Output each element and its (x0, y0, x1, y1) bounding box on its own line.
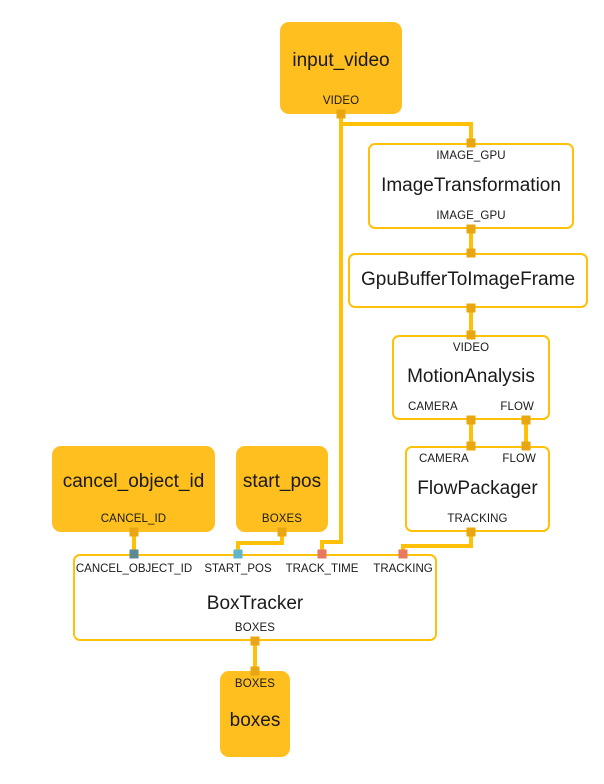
port-row-bottom: IMAGE_GPU (370, 210, 572, 222)
port-row-bottom: BOXES (75, 622, 435, 634)
port-box-tracker-out-boxes[interactable] (250, 636, 260, 646)
port-input-video-out-video[interactable] (336, 109, 346, 119)
node-cancel-object-id[interactable]: cancel_object_id CANCEL_ID (52, 446, 215, 532)
port-cancel-object-id-out[interactable] (129, 527, 139, 537)
node-gpu-buffer-to-image-frame[interactable]: GpuBufferToImageFrame (348, 253, 588, 308)
node-flow-packager[interactable]: CAMERA FLOW FlowPackager TRACKING (405, 446, 550, 532)
port-label-camera-out: CAMERA (408, 401, 458, 413)
port-box-tracker-in-tracking[interactable] (398, 549, 408, 559)
port-label-flow-out: FLOW (500, 401, 534, 413)
port-label-boxes-out: BOXES (261, 513, 303, 525)
port-box-tracker-in-cancel-object-id[interactable] (129, 549, 139, 559)
node-motion-analysis-title: MotionAnalysis (407, 366, 535, 388)
port-image-transformation-out[interactable] (466, 224, 476, 234)
port-image-transformation-in[interactable] (466, 138, 476, 148)
port-motion-analysis-out-flow[interactable] (521, 415, 531, 425)
edge-flowpackager-to-boxtracker-tracking (401, 532, 473, 554)
node-flow-packager-title: FlowPackager (417, 477, 538, 499)
node-boxes[interactable]: BOXES boxes (220, 671, 290, 757)
port-row-bottom: VIDEO (282, 95, 400, 107)
port-motion-analysis-out-camera[interactable] (466, 415, 476, 425)
port-row-top: VIDEO (394, 342, 548, 354)
port-box-tracker-in-start-pos[interactable] (233, 549, 243, 559)
port-row-top: CAMERA FLOW (407, 453, 548, 465)
port-start-pos-out-boxes[interactable] (277, 527, 287, 537)
port-label-video: VIDEO (322, 95, 360, 107)
port-box-tracker-in-track-time[interactable] (317, 549, 327, 559)
port-row-top: BOXES (222, 678, 288, 690)
node-input-video[interactable]: input_video VIDEO (280, 22, 402, 114)
port-label-cancel-object-id-in: CANCEL_OBJECT_ID (75, 563, 193, 575)
node-start-pos[interactable]: start_pos BOXES (236, 446, 328, 532)
node-boxes-title: boxes (229, 709, 281, 731)
port-row-bottom: CANCEL_ID (54, 513, 213, 525)
port-label-image-gpu-out: IMAGE_GPU (436, 210, 506, 222)
port-label-image-gpu-in: IMAGE_GPU (436, 150, 506, 162)
port-row-bottom: BOXES (238, 513, 326, 525)
port-label-camera-in: CAMERA (419, 453, 469, 465)
node-image-transformation-title: ImageTransformation (381, 174, 561, 196)
port-label-cancel-id-out: CANCEL_ID (100, 513, 167, 525)
port-label-boxes-out: BOXES (234, 622, 276, 634)
node-box-tracker-title: BoxTracker (206, 593, 304, 615)
port-label-tracking-in: TRACKING (373, 563, 433, 575)
port-flow-packager-out-tracking[interactable] (466, 527, 476, 537)
edge-input_video-to-imagetransformation (339, 114, 473, 143)
port-label-flow-in: FLOW (502, 453, 536, 465)
port-gpu-buffer-to-image-frame-out[interactable] (466, 303, 476, 313)
port-gpu-buffer-to-image-frame-in[interactable] (466, 248, 476, 258)
port-motion-analysis-in-video[interactable] (466, 330, 476, 340)
edge-input_video-to-boxtracker-tracktime (320, 114, 343, 554)
node-motion-analysis[interactable]: VIDEO MotionAnalysis CAMERA FLOW (392, 335, 550, 420)
node-image-transformation[interactable]: IMAGE_GPU ImageTransformation IMAGE_GPU (368, 143, 574, 229)
port-row-bottom: CAMERA FLOW (394, 401, 548, 413)
port-flow-packager-in-flow[interactable] (521, 441, 531, 451)
port-label-track-time-in: TRACK_TIME (285, 563, 359, 575)
node-cancel-object-id-title: cancel_object_id (62, 470, 205, 492)
port-label-boxes-in: BOXES (234, 678, 276, 690)
port-flow-packager-in-camera[interactable] (466, 441, 476, 451)
port-label-video-in: VIDEO (452, 342, 490, 354)
edge-startpos-to-boxtracker (236, 532, 284, 554)
port-boxes-in[interactable] (250, 666, 260, 676)
node-input-video-title: input_video (292, 49, 390, 71)
node-start-pos-title: start_pos (242, 470, 322, 492)
port-row-bottom: TRACKING (407, 513, 548, 525)
port-label-start-pos-in: START_POS (204, 563, 272, 575)
port-row-top: IMAGE_GPU (370, 150, 572, 162)
node-gpu-buffer-to-image-frame-title: GpuBufferToImageFrame (360, 269, 576, 291)
port-label-tracking-out: TRACKING (447, 513, 508, 525)
